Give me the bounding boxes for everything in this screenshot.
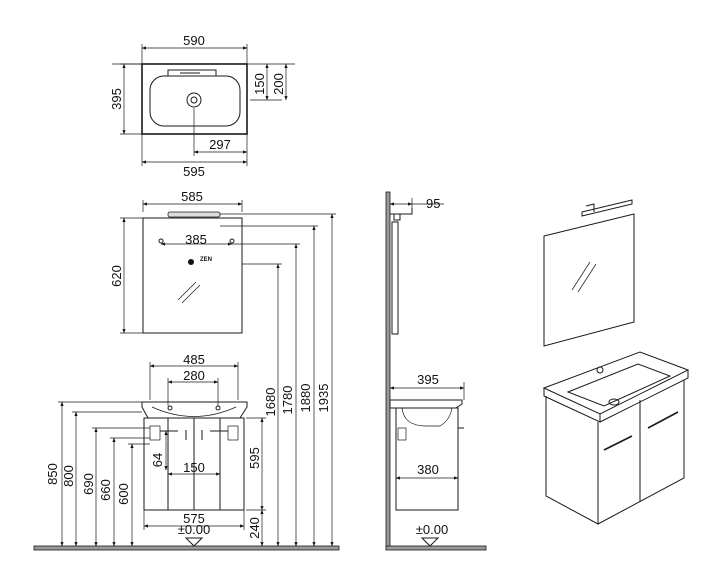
- dim-label-385-mirror: 385: [185, 232, 207, 247]
- dim-label-590: 590: [183, 33, 205, 48]
- dim-label-64: 64: [150, 453, 165, 467]
- dim-label-1680: 1680: [263, 388, 278, 417]
- side-view: 95 395 380 ±0.00: [385, 191, 487, 551]
- mirror-hole-left: [158, 238, 164, 244]
- dim-label-1880: 1880: [298, 384, 313, 413]
- basin-outline-top: [141, 63, 248, 135]
- perspective-tap-hole: [596, 366, 604, 374]
- dim-label-150-front: 150: [183, 460, 205, 475]
- dim-label-585: 585: [181, 189, 203, 204]
- perspective-drain: [608, 398, 620, 406]
- mirror-front: 585 385 ZEN 620: [109, 189, 243, 334]
- dim-label-395-top: 395: [109, 88, 124, 110]
- dim-label-575: 575: [183, 511, 205, 526]
- dim-label-800: 800: [61, 465, 76, 487]
- basin-front: [141, 401, 248, 419]
- perspective-view: [542, 199, 690, 525]
- mirror-switch: [188, 259, 194, 265]
- dim-label-485: 485: [183, 352, 205, 367]
- dim-label-95: 95: [426, 196, 440, 211]
- dim-label-600: 600: [116, 483, 131, 505]
- mirror-lamp: [167, 211, 221, 218]
- perspective-mirror-reflection-2: [577, 263, 597, 293]
- dim-label-280: 280: [183, 368, 205, 383]
- dim-label-595-top: 595: [183, 164, 205, 179]
- mirror-reflection-2: [181, 284, 201, 304]
- floor-line-front: [33, 545, 340, 551]
- perspective-handle-right: [647, 411, 679, 429]
- dim-label-1780: 1780: [280, 386, 295, 415]
- basin-bowl-top: [149, 75, 241, 127]
- dim-label-690: 690: [81, 473, 96, 495]
- floor-level-front: ±0.00: [178, 522, 210, 537]
- perspective-basin-bowl: [566, 363, 672, 407]
- dim-label-620: 620: [109, 265, 124, 287]
- side-cabinet: [395, 407, 459, 511]
- tap-plate: [167, 69, 217, 77]
- side-lamp-arm: [390, 208, 413, 215]
- drain-outer: [186, 92, 202, 108]
- dim-label-240: 240: [247, 517, 262, 539]
- perspective-cabinet-front: [597, 380, 685, 525]
- basin-fixing-right: [215, 405, 221, 411]
- basin-fixing-left: [167, 405, 173, 411]
- floor-level-side: ±0.00: [416, 522, 448, 537]
- dim-label-660: 660: [98, 479, 113, 501]
- dim-label-395-side: 395: [417, 372, 439, 387]
- perspective-mirror-reflection-1: [571, 261, 591, 291]
- floor-line-side: [385, 545, 487, 551]
- dim-label-380: 380: [417, 462, 439, 477]
- dim-label-1935: 1935: [316, 384, 331, 413]
- perspective-cabinet-side: [545, 396, 599, 525]
- height-dims-right: 1680 1780 1880 1935: [220, 213, 336, 547]
- side-basin-bowl: [401, 407, 453, 427]
- mirror-panel: [142, 217, 243, 334]
- floor-triangle-front: [184, 537, 204, 547]
- front-view: 485 280 64 150 575 ±0.00 595: [141, 352, 266, 547]
- side-basin-top: [389, 399, 463, 409]
- top-view: 590 395 150 200 297 595: [109, 33, 295, 179]
- mirror-reflection-1: [177, 281, 197, 301]
- perspective-handle-left: [603, 435, 633, 451]
- mirror-hole-right: [229, 238, 235, 244]
- cabinet-bracket-right: [227, 425, 239, 441]
- cabinet-bracket-left: [149, 425, 161, 441]
- side-bracket: [397, 427, 407, 441]
- dim-label-150: 150: [252, 73, 267, 95]
- basin-bowl-front: [151, 406, 237, 417]
- perspective-mirror: [543, 213, 635, 347]
- dim-label-595-cabinet: 595: [247, 447, 262, 469]
- drain-inner: [190, 96, 198, 104]
- side-mirror: [391, 221, 399, 335]
- side-wall: [385, 191, 391, 549]
- dim-label-850: 850: [45, 463, 60, 485]
- height-dims-left: 850 800 690 660 600: [45, 401, 150, 547]
- dim-label-297: 297: [209, 137, 231, 152]
- perspective-lamp: [581, 199, 633, 217]
- mirror-logo: ZEN: [200, 257, 212, 263]
- floor-triangle-side: [420, 537, 440, 547]
- dim-label-200: 200: [271, 73, 286, 95]
